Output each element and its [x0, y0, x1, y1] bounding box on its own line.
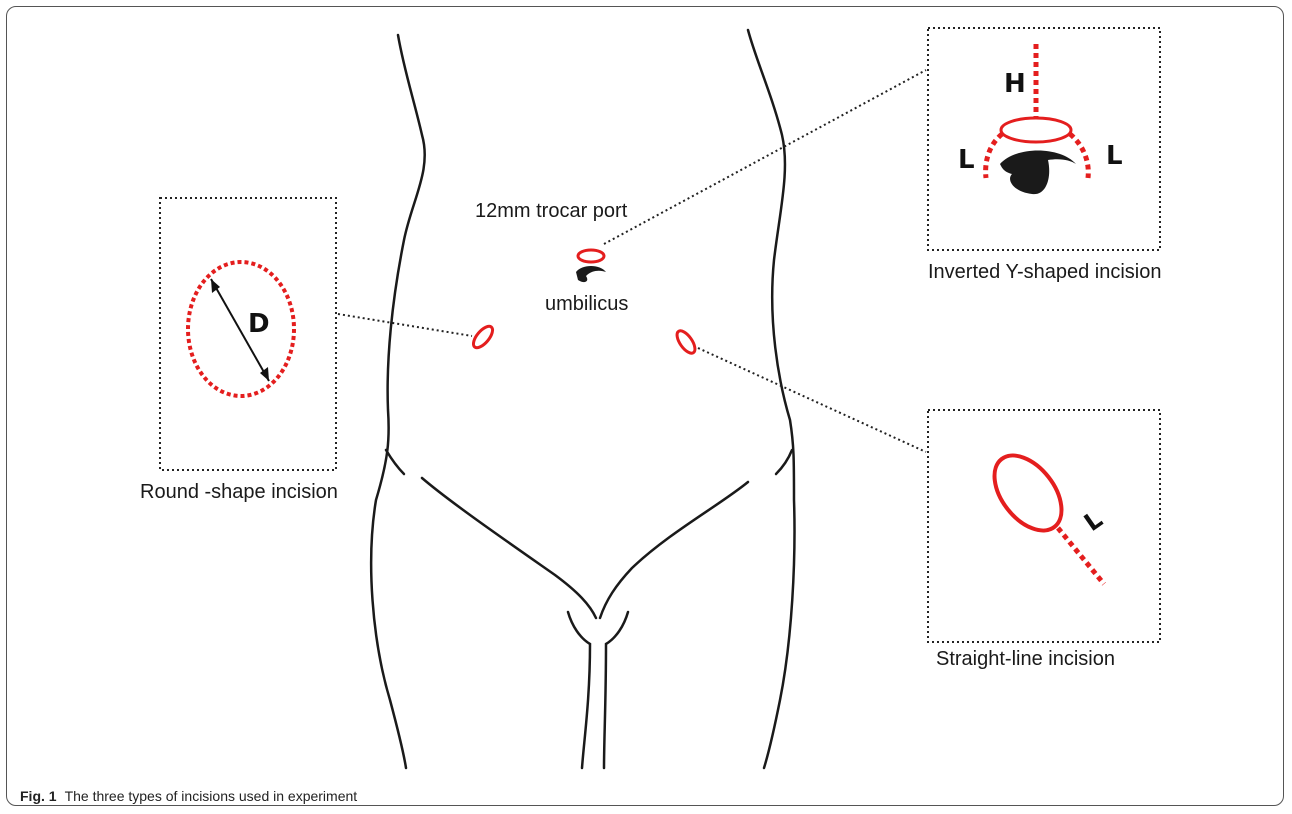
right-torso-line: [746, 28, 796, 770]
length-left-marker: L: [958, 145, 975, 175]
right-inguinal-line: [598, 480, 750, 620]
diameter-arrow: [210, 278, 270, 382]
straight-line-box: [927, 409, 1161, 643]
straight-line-detail: [992, 453, 1106, 586]
figure-number: Fig. 1: [20, 788, 57, 804]
left-dashed-arc: [983, 132, 1004, 179]
detail-boxes: [159, 27, 1161, 643]
trocar-port-label: 12mm trocar port: [475, 200, 628, 222]
figure-frame: [6, 6, 1284, 806]
body-outline: [369, 28, 796, 770]
right-straight-incision: [675, 329, 697, 355]
leader-straight: [697, 347, 927, 453]
groin-left-line: [566, 610, 592, 770]
figure-caption-text: The three types of incisions used in exp…: [64, 788, 358, 804]
straight-line-port: [992, 453, 1064, 533]
leader-lines: [337, 69, 927, 453]
arrowhead-bottom: [260, 367, 269, 381]
inverted-y-box: [927, 27, 1161, 251]
arrowhead-top: [211, 279, 220, 293]
trocar-port-incision: [576, 248, 606, 264]
inverted-y-label: Inverted Y-shaped incision: [928, 261, 1162, 283]
inverted-y-port: [999, 116, 1073, 144]
length-straight-marker: L: [1079, 505, 1108, 537]
umbilicus-label: umbilicus: [545, 293, 628, 315]
height-marker: H: [1004, 69, 1026, 99]
leader-inverted-y: [603, 69, 927, 245]
straight-line-label: Straight-line incision: [936, 648, 1115, 670]
diameter-marker: D: [248, 309, 270, 339]
round-incision-detail: [186, 260, 296, 398]
straight-dashed-incision: [1056, 526, 1106, 586]
left-inguinal-line: [420, 476, 598, 620]
right-waist-line: [774, 448, 794, 476]
right-dashed-arc: [1068, 132, 1091, 179]
body-incisions: [471, 248, 697, 355]
inverted-y-detail: [983, 44, 1091, 195]
groin-right-line: [602, 610, 630, 770]
left-waist-line: [384, 448, 406, 476]
round-incision-box: [159, 197, 337, 471]
figure-caption: Fig. 1 The three types of incisions used …: [20, 788, 357, 804]
umbilicus-detail: [1000, 150, 1076, 195]
length-right-marker: L: [1106, 141, 1123, 171]
round-incision-shape: [186, 260, 296, 398]
leader-round: [337, 313, 473, 337]
left-round-incision: [471, 324, 495, 350]
left-torso-line: [369, 33, 426, 770]
round-incision-label: Round -shape incision: [140, 481, 338, 503]
umbilicus-mark: [576, 266, 606, 283]
